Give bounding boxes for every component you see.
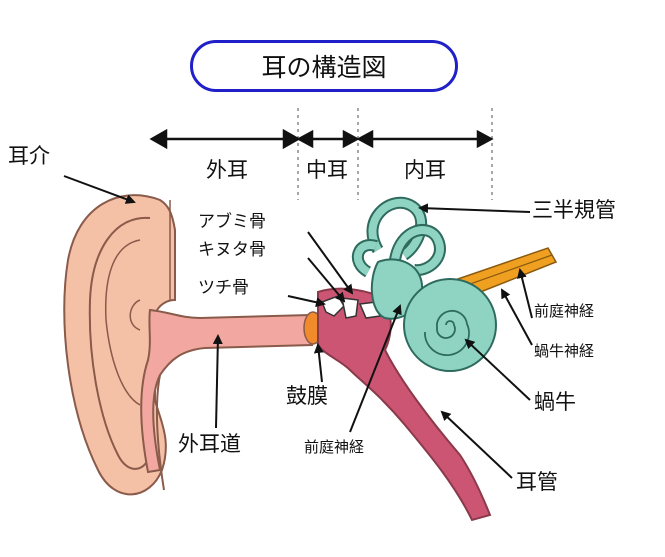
section-label-outer: 外耳 — [206, 158, 248, 182]
section-label-middle: 中耳 — [306, 158, 348, 182]
pointer-lines — [63, 175, 533, 479]
label-semicircular-canals: 三半規管 — [532, 198, 616, 222]
section-label-inner: 内耳 — [404, 158, 446, 182]
label-eustachian-tube: 耳管 — [516, 470, 558, 494]
label-cochlea: 蝸牛 — [534, 390, 576, 414]
diagram-title: 耳の構造図 — [190, 40, 458, 92]
ear-canal-shape — [140, 308, 314, 491]
label-vestibular-nerve-right: 前庭神経 — [534, 302, 595, 320]
label-vestibular-nerve-lower: 前庭神経 — [304, 438, 365, 456]
section-range-arrows — [149, 128, 494, 150]
label-pinna: 耳介 — [8, 144, 50, 168]
label-incus: キヌタ骨 — [198, 240, 266, 260]
label-malleus: ツチ骨 — [198, 278, 249, 298]
section-dividers — [297, 108, 493, 200]
label-stapes: アブミ骨 — [198, 212, 266, 232]
label-ear-canal: 外耳道 — [178, 432, 241, 456]
label-eardrum: 鼓膜 — [286, 384, 328, 408]
label-cochlear-nerve: 蝸牛神経 — [534, 342, 595, 360]
